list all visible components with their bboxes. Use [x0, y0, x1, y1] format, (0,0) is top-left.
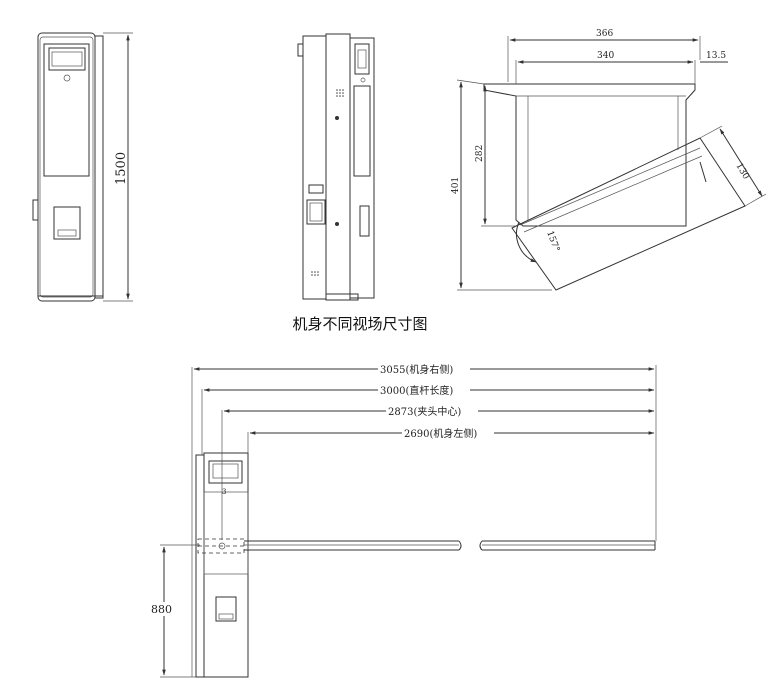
top-view: 366 340 13.5 401 282 130 157° — [451, 29, 767, 291]
top-arm-width-label: 130 — [733, 162, 750, 182]
dim-2873-label: 2873(夹头中心) — [388, 405, 461, 418]
dim-2690-label: 2690(机身左侧) — [404, 427, 477, 440]
front-view: 1500 — [32, 32, 133, 302]
dim-3000-label: 3000(直杆长度) — [380, 384, 453, 397]
top-depth-total-label: 401 — [451, 177, 461, 194]
front-height-label: 1500 — [114, 152, 129, 185]
side-view — [297, 33, 375, 301]
arm-view: 3 3055(机身右侧) 3000(直杆长度) — [150, 362, 657, 678]
top-width-inner-label: 340 — [597, 51, 614, 61]
dim-3055-label: 3055(机身右侧) — [380, 363, 453, 376]
top-width-outer-label: 366 — [596, 29, 613, 39]
top-depth-inner-label: 282 — [475, 145, 485, 162]
top-offset-label: 13.5 — [706, 51, 726, 61]
speaker-grille — [336, 89, 344, 97]
top-angle-label: 157° — [544, 230, 561, 254]
arm-height-label: 880 — [151, 603, 172, 616]
speaker-grille-lower — [311, 271, 319, 276]
figure-caption: 机身不同视场尺寸图 — [292, 315, 428, 333]
